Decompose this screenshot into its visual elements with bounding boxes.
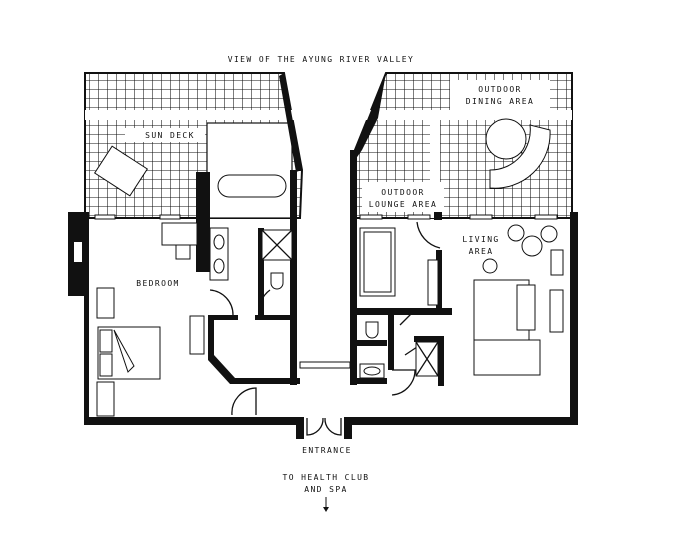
chair [175, 244, 191, 260]
round-table [521, 235, 543, 257]
toilet [270, 272, 284, 290]
sun-lounger [93, 145, 149, 197]
sink [363, 366, 381, 376]
desk [161, 222, 198, 246]
sink [213, 234, 225, 250]
doors [209, 221, 441, 436]
view-title: VIEW OF THE AYUNG RIVER VALLEY [228, 55, 415, 64]
bedroom-furniture [96, 222, 205, 417]
outdoor-deck: OUTDOOR DINING AREA OUTDOOR LOUNGE AREA [354, 72, 573, 219]
bathtub [217, 174, 287, 198]
bedroom-label: BEDROOM [136, 279, 180, 288]
outdoor-dining-label-2: DINING AREA [466, 97, 534, 106]
tv-cabinet [189, 315, 205, 355]
sink [213, 258, 225, 274]
entrance-label: ENTRANCE [302, 446, 352, 455]
walls [68, 150, 578, 439]
sun-deck: SUN DECK [84, 72, 304, 219]
bathroom [209, 174, 439, 379]
dining-table [485, 118, 527, 160]
dining-bench [489, 124, 551, 189]
direction-label-2: AND SPA [304, 485, 348, 494]
coffee-table [516, 284, 536, 331]
toilet [365, 321, 379, 339]
living-label-1: LIVING [462, 235, 499, 244]
direction-label-1: TO HEALTH CLUB [282, 473, 369, 482]
arrow-down-icon [323, 497, 329, 512]
living-label-2: AREA [469, 247, 494, 256]
outdoor-lounge-label-2: LOUNGE AREA [369, 200, 437, 209]
outdoor-dining-label-1: OUTDOOR [478, 85, 522, 94]
sun-deck-label: SUN DECK [145, 131, 195, 140]
living-furniture [359, 224, 564, 376]
outdoor-lounge-label-1: OUTDOOR [381, 188, 425, 197]
